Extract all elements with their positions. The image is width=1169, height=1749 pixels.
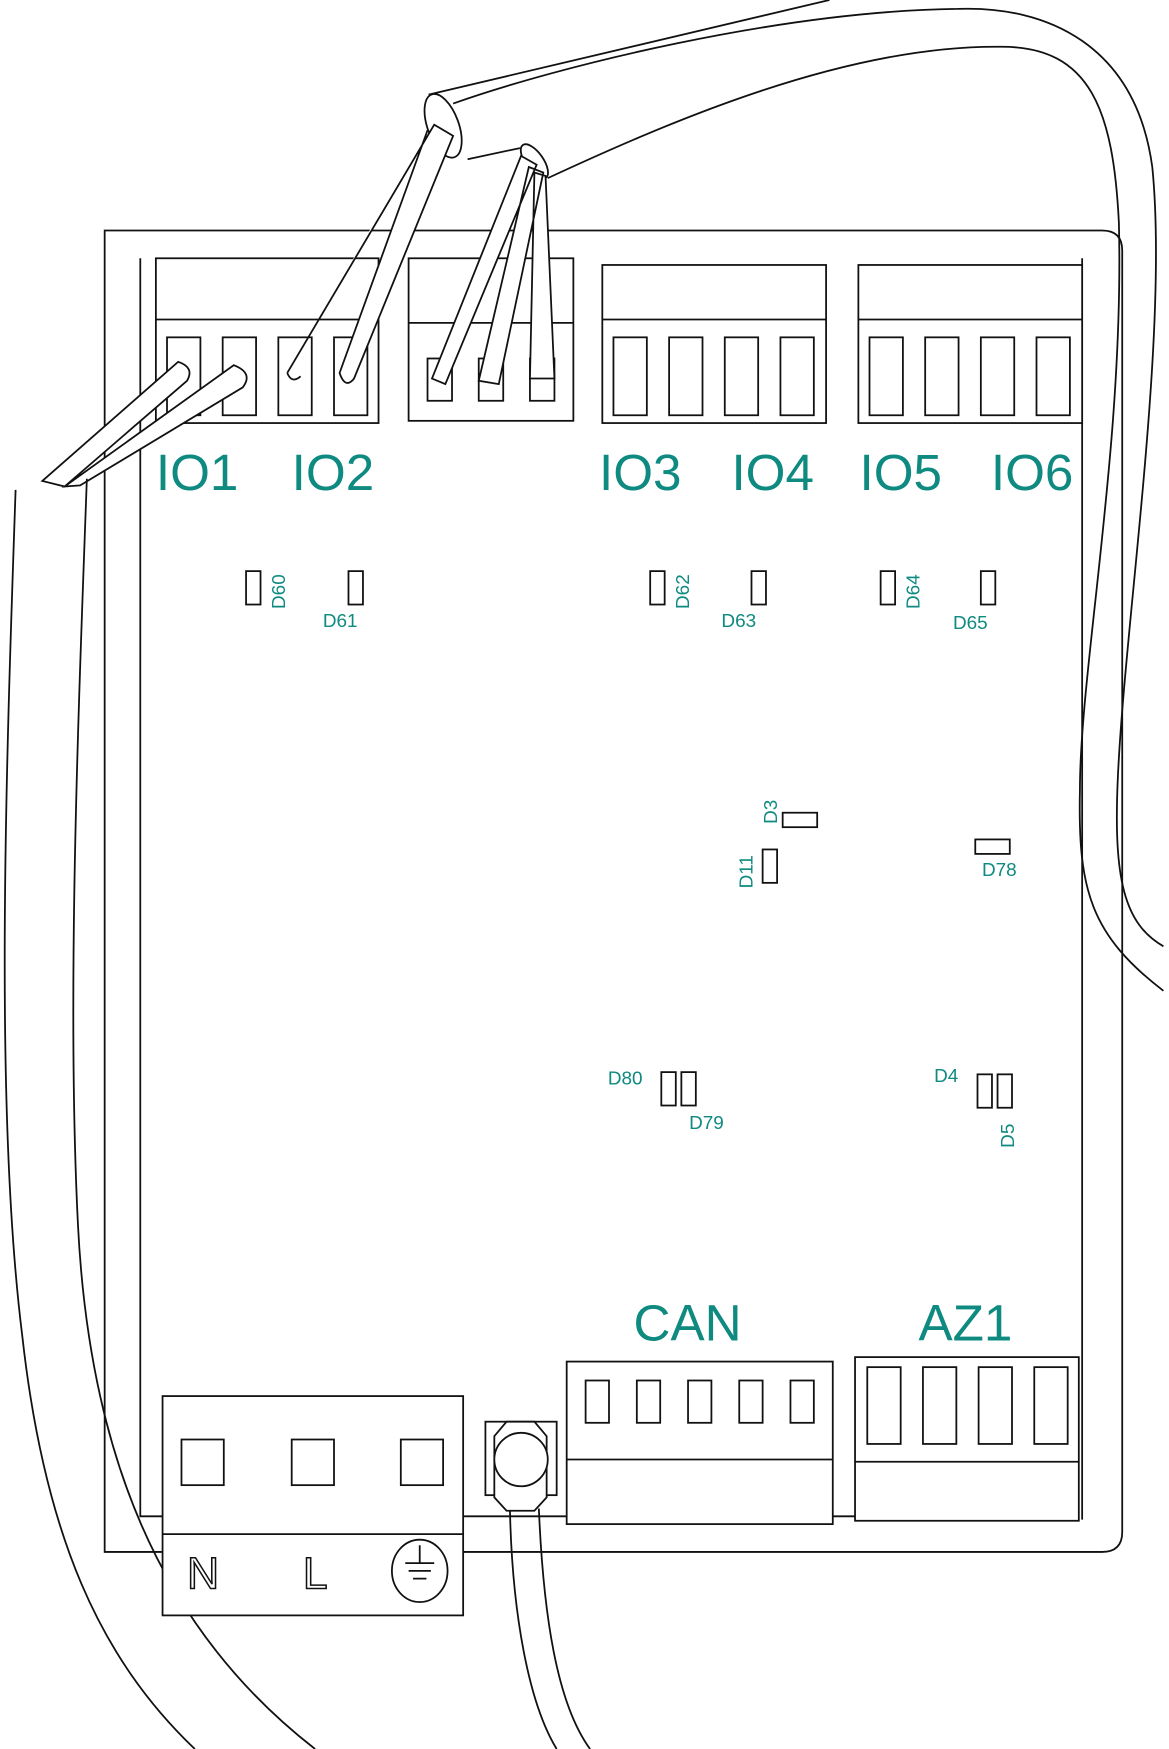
board-inner-outline [139,258,1084,1520]
connector-can [565,1360,834,1526]
label-d3: D3 [761,800,782,824]
earth-icon [391,1538,449,1603]
label-d62: D62 [673,574,694,609]
label-d4: D4 [934,1066,958,1087]
antenna-connector [484,1420,558,1512]
leds [245,570,1013,1109]
label-io6: IO6 [991,444,1074,501]
connector-io3-io4 [601,264,827,424]
connector-az1 [854,1356,1080,1522]
label-d79: D79 [689,1113,724,1134]
label-neutral: N [187,1550,219,1599]
label-io3: IO3 [599,444,682,501]
label-io5: IO5 [859,444,942,501]
label-io4: IO4 [731,444,814,501]
label-d64: D64 [904,574,925,609]
label-live: L [303,1550,328,1599]
connector-io5-io6 [857,264,1084,424]
label-io2: IO2 [292,444,375,501]
label-d78: D78 [982,860,1017,881]
label-d65: D65 [953,613,988,634]
label-can: CAN [633,1294,741,1351]
label-d60: D60 [269,574,290,609]
label-d5: D5 [998,1124,1019,1148]
label-d11: D11 [737,855,758,888]
board-outline [103,229,1124,1553]
label-az1: AZ1 [918,1294,1012,1351]
label-d80: D80 [608,1068,643,1089]
label-io1: IO1 [156,444,239,501]
label-d61: D61 [323,611,358,632]
label-d63: D63 [721,611,756,632]
